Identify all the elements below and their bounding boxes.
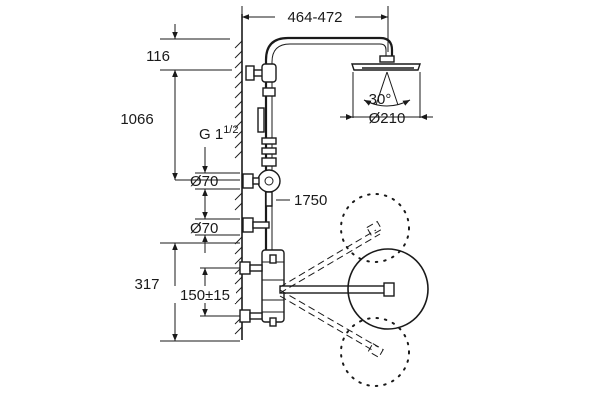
spout-swivel-down-end (367, 342, 384, 359)
riser-clamp-top (261, 63, 277, 83)
shower-head-body (351, 63, 421, 71)
spout-end (383, 282, 395, 297)
dim-116-label: 116 (146, 48, 170, 65)
diverter-knob (257, 169, 281, 193)
riser-fitting-4 (261, 157, 277, 167)
bracket-arm-lower (252, 221, 270, 229)
spray-angle-label: 30° (369, 91, 392, 108)
dim-70-upper-label: Ø70 (190, 173, 218, 190)
head-diameter-arrow-right (420, 114, 427, 120)
upper-inlet-flange (239, 261, 251, 275)
spout-swivel-up-1 (279, 229, 377, 288)
spray-line-right (386, 71, 399, 106)
width-label-bg (275, 7, 355, 25)
left-dimensions: 116 1066 G 11/2 Ø70 Ø70 317 150±15 (120, 24, 240, 342)
riser-fitting-1 (262, 87, 276, 97)
riser-fitting-2 (261, 137, 277, 145)
valve-handle-bottom (269, 317, 277, 327)
hose-length-label: 1750 (294, 192, 327, 209)
lower-inlet-flange (239, 309, 251, 323)
riser-arm-outer (264, 36, 394, 260)
dim-150-label: 150±15 (180, 287, 230, 304)
spout-reach-circle (347, 248, 429, 330)
hose-dimension: 1750 (276, 192, 327, 209)
lower-inlet-pipe (249, 312, 263, 320)
wall-hatching (234, 40, 243, 335)
dim-150-label-bg (174, 286, 236, 303)
shower-head-connector (379, 55, 395, 63)
swivel-spout (279, 193, 429, 387)
hose-outlet (265, 191, 273, 207)
dimension-width: 464-472 (241, 6, 389, 52)
spout-swivel-up-circle (340, 193, 410, 263)
spout-arm (279, 285, 391, 294)
spout-swivel-down-1 (279, 289, 379, 348)
valve-handle-top (269, 254, 277, 264)
riser-fitting-3 (261, 147, 277, 155)
bracket-arm-middle (252, 177, 260, 185)
wall (234, 14, 243, 340)
width-label: 464-472 (287, 9, 342, 26)
hand-shower-holder (257, 107, 265, 133)
upper-inlet-pipe (249, 264, 263, 272)
dim-1066-label: 1066 (120, 111, 153, 128)
wall-bracket-lower (242, 217, 254, 233)
dim-317-label: 317 (134, 276, 159, 293)
spout-swivel-up-2 (279, 233, 381, 294)
shower-riser (242, 36, 394, 260)
dim-70-lower-label: Ø70 (190, 220, 218, 237)
head-diameter-arrow-left (346, 114, 353, 120)
thermostat-valve (239, 249, 285, 327)
thread-label: G 11/2 (199, 124, 238, 143)
spout-swivel-up-end (366, 220, 383, 237)
head-diameter-label: Ø210 (369, 110, 406, 127)
spout-swivel-down-circle (340, 317, 410, 387)
shower-head: 30° Ø210 (340, 55, 433, 127)
wall-bracket-top (245, 65, 255, 81)
riser-arm-inner (271, 43, 387, 260)
wall-bracket-middle (242, 173, 254, 189)
spout-swivel-down-2 (279, 295, 375, 352)
diverter-knob-center (264, 176, 274, 186)
spray-angle-arc (363, 99, 411, 107)
spray-line-left (375, 71, 388, 106)
